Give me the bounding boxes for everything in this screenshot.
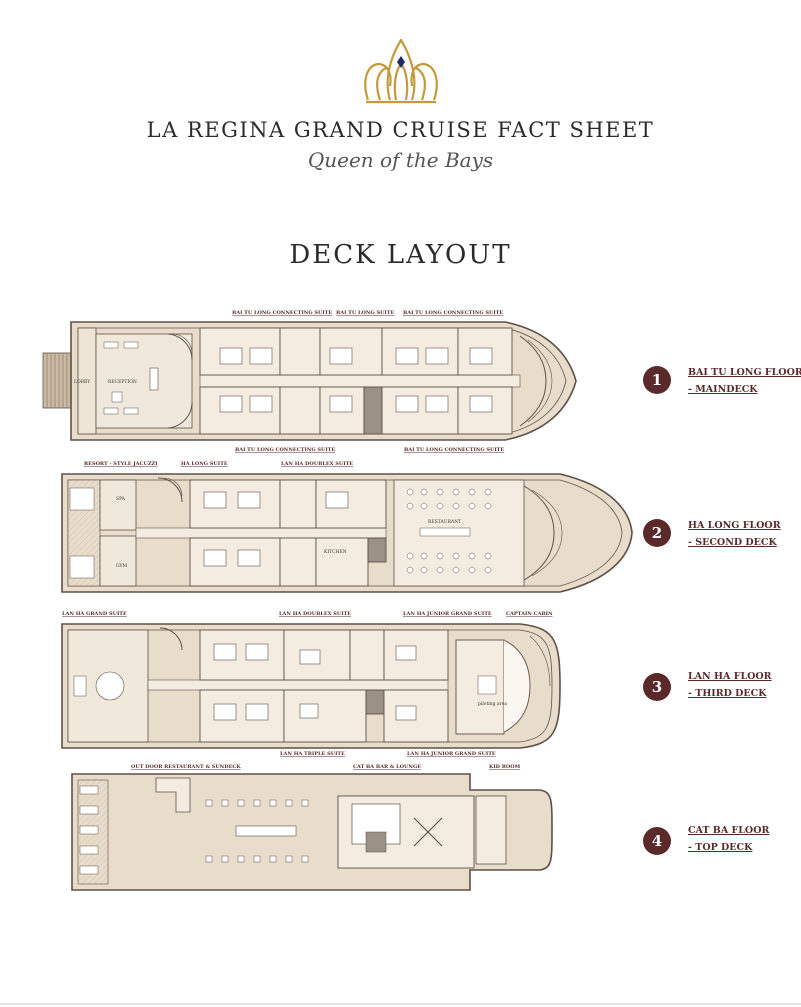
section-title: DECK LAYOUT xyxy=(289,240,512,270)
room-label: LAN HA DOUBLEX SUITE xyxy=(279,611,351,617)
deck-name: CAT BA FLOOR xyxy=(688,825,770,836)
deck-name: LAN HA FLOOR xyxy=(688,671,772,682)
area-label: SPA xyxy=(116,496,126,502)
deck-label: LAN HA FLOOR - THIRD DECK xyxy=(688,668,772,702)
deck-number-badge: 3 xyxy=(643,673,671,701)
deck-label: CAT BA FLOOR - TOP DECK xyxy=(688,822,769,856)
room-label: LAN HA DOUBLEX SUITE xyxy=(281,461,353,467)
footer-divider xyxy=(0,1003,801,1005)
deck-label: HA LONG FLOOR - SECOND DECK xyxy=(688,517,781,551)
area-label: piloting area xyxy=(478,701,507,707)
deck-1-plan xyxy=(42,321,577,441)
room-label: OUT DOOR RESTAURANT & SUNDECK xyxy=(131,764,241,770)
room-label: LAN HA JUNIOR GRAND SUITE xyxy=(403,611,492,617)
room-label: RESORT - STYLE JACUZZI xyxy=(84,461,158,467)
deck-number-badge: 1 xyxy=(643,366,671,394)
room-label: BAI TU LONG CONNECTING SUITE xyxy=(232,310,332,316)
area-label: RESTAURANT xyxy=(428,519,461,525)
room-label: HA LONG SUITE xyxy=(181,461,228,467)
room-label: BAI TU LONG CONNECTING SUITE xyxy=(403,310,503,316)
deck-4-plan xyxy=(71,773,553,891)
deck-number-badge: 2 xyxy=(643,519,671,547)
room-label: BAI TU LONG CONNECTING SUITE xyxy=(235,447,335,453)
room-label: LAN HA TRIPLE SUITE xyxy=(280,751,345,757)
deck-2-plan xyxy=(61,473,633,593)
area-label: LOBBY xyxy=(74,379,91,385)
document-title: LA REGINA GRAND CRUISE FACT SHEET xyxy=(146,118,655,142)
room-label: CAPTAIN CABIN xyxy=(506,611,553,617)
deck-name: BAI TU LONG FLOOR xyxy=(688,367,801,378)
deck-name: HA LONG FLOOR xyxy=(688,520,781,531)
room-label: KID ROOM xyxy=(489,764,521,770)
room-label: BAI TU LONG SUITE xyxy=(336,310,394,316)
crown-logo-icon xyxy=(364,38,438,104)
area-label: RECEPTION xyxy=(108,379,137,385)
room-label: LAN HA JUNIOR GRAND SUITE xyxy=(407,751,496,757)
room-label: LAN HA GRAND SUITE xyxy=(62,611,127,617)
deck-3-plan xyxy=(61,623,561,749)
deck-level: - MAINDECK xyxy=(688,384,758,395)
deck-number-badge: 4 xyxy=(643,827,671,855)
deck-level: - TOP DECK xyxy=(688,842,753,853)
room-label: CAT BA BAR & LOUNGE xyxy=(353,764,421,770)
room-label: BAI TU LONG CONNECTING SUITE xyxy=(404,447,504,453)
deck-level: - SECOND DECK xyxy=(688,537,777,548)
area-label: GYM xyxy=(116,563,127,569)
deck-level: - THIRD DECK xyxy=(688,688,767,699)
tagline: Queen of the Bays xyxy=(307,148,494,172)
deck-label: BAI TU LONG FLOOR - MAINDECK xyxy=(688,364,801,398)
area-label: KITCHEN xyxy=(324,549,347,555)
